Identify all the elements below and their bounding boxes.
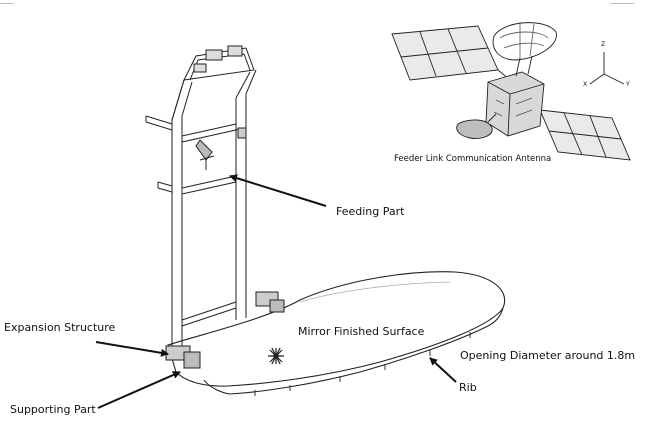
- axis-x-label: X: [583, 81, 588, 88]
- axis-z-label: Z: [601, 41, 606, 48]
- center-hub: [268, 347, 284, 365]
- feeding-part-label: Feeding Part: [336, 205, 405, 218]
- expansion-structure-arrow: [95, 341, 169, 357]
- opening-diameter-label: Opening Diameter around 1.8m: [460, 349, 636, 362]
- frame-corner-mark-right: [610, 0, 634, 4]
- supporting-part-label: Supporting Part: [10, 403, 96, 416]
- axis-y-label: Y: [626, 81, 630, 88]
- rib-label: Rib: [459, 381, 477, 394]
- reflector-dish: [167, 271, 506, 396]
- leader-arrows: [95, 174, 457, 409]
- expansion-structure-label: Expansion Structure: [4, 321, 116, 334]
- axes-triad: [589, 52, 625, 85]
- mirror-finished-surface-label: Mirror Finished Surface: [298, 325, 425, 338]
- feeder-link-antenna-label: Feeder Link Communication Antenna: [394, 154, 552, 164]
- frame-corner-mark-left: [0, 0, 14, 4]
- feeding-part-arrow: [229, 174, 327, 207]
- tower-structure: [145, 45, 285, 369]
- satellite-illustration: [391, 22, 631, 161]
- supporting-part-arrow: [97, 371, 181, 409]
- rib-arrow: [429, 357, 457, 383]
